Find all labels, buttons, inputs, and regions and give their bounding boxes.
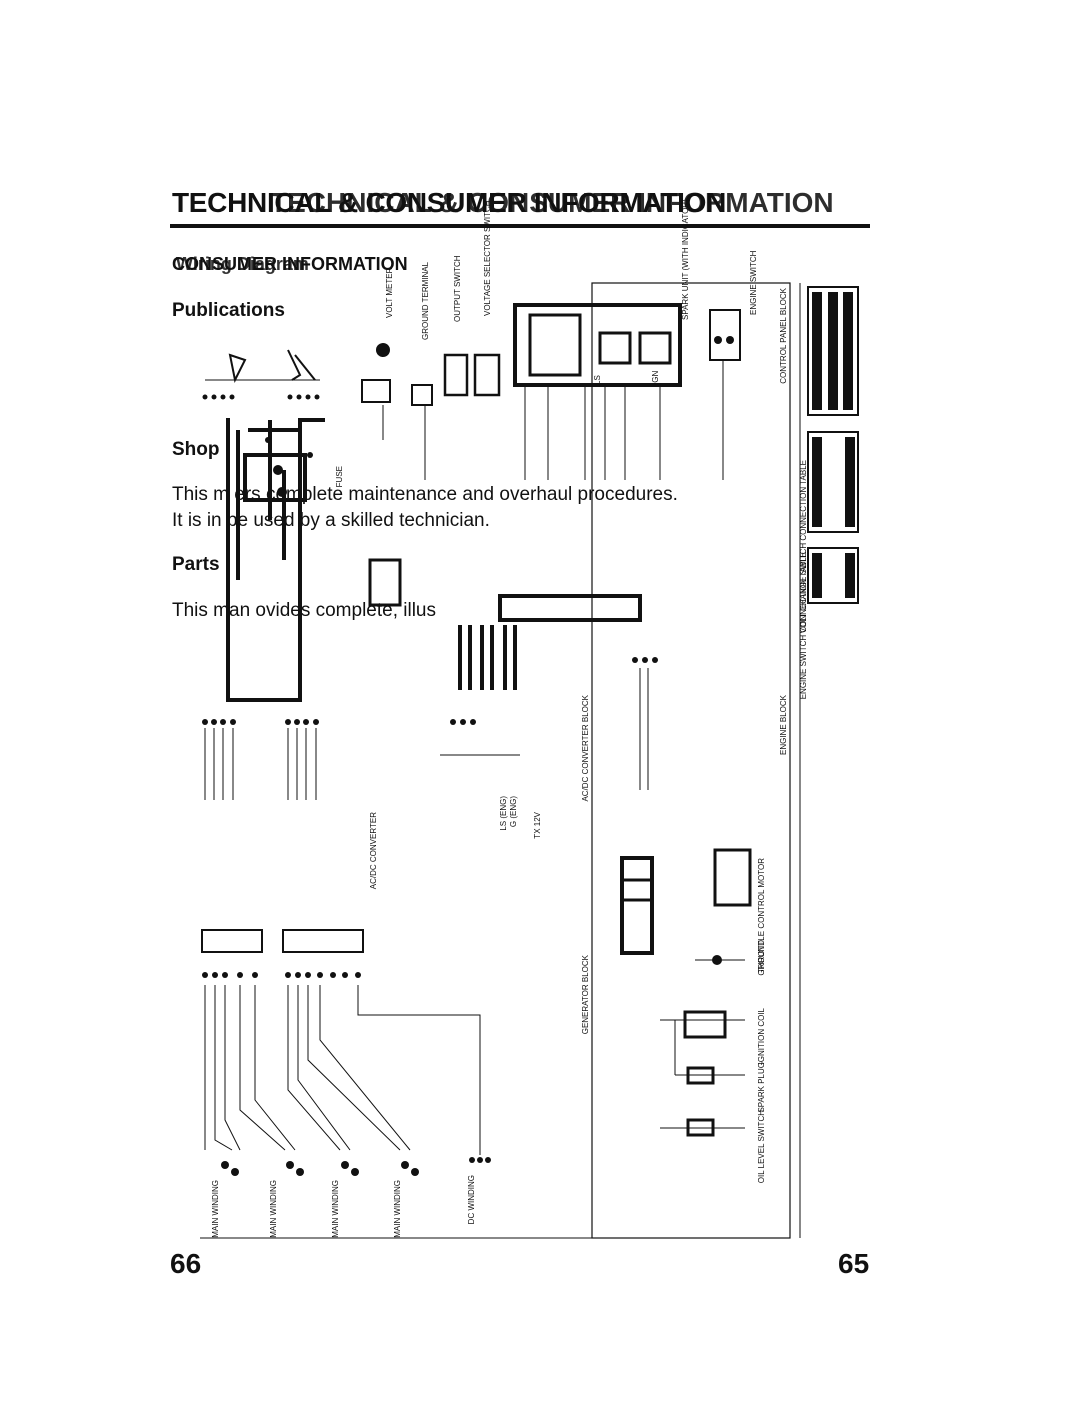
shop-text-line2: It is in be used by a skilled technician… [172, 510, 490, 531]
label-oil-level: OIL LEVEL SWITCH [757, 1110, 766, 1183]
label-main-winding-1: MAIN WINDING [211, 1180, 220, 1238]
title-rule [170, 224, 870, 228]
label-fuse: FUSE [335, 466, 344, 487]
label-tx-12v: TX 12V [533, 811, 542, 838]
page-title-overlay: TECHNICAL & CONSUMER INFORMATION [270, 187, 834, 218]
label-ign: IGN [651, 371, 660, 385]
label-engine-block: ENGINE BLOCK [779, 694, 788, 755]
label-voltage-selector: VOLTAGE SELECTOR SWITCH [483, 200, 492, 316]
publications-heading: Publications [172, 300, 285, 321]
label-g-eng: G (ENG) [509, 796, 518, 827]
label-acdc-converter: AC/DC CONVERTER [369, 812, 378, 889]
label-acdc-block: AC/DC CONVERTER BLOCK [581, 694, 590, 801]
section-subtitle: CONSUMER INFORMATION [172, 254, 408, 274]
page-number-left: 66 [170, 1248, 202, 1279]
label-engine-switch: ENGINE SWITCH [749, 250, 758, 315]
label-spark-plug: SPARK PLUG [757, 1062, 766, 1113]
label-main-winding-4: MAIN WINDING [393, 1180, 402, 1238]
label-dc-winding: DC WINDING [467, 1175, 476, 1224]
page-title: TECHNICAL & CONSUMER INFORMATION [172, 187, 727, 218]
label-volt-change-table: VOLT CHANGE SWITCH CONNECTION TABLE [799, 460, 808, 633]
shop-heading: Shop [172, 439, 220, 460]
label-spark-unit: SPARK UNIT (WITH INDICATOR) [681, 199, 690, 320]
label-engine-switch-table: ENGINE SWITCH CONNECTION TABLE [799, 552, 808, 699]
label-output-switch: OUTPUT SWITCH [453, 255, 462, 322]
page-number-right: 65 [838, 1248, 870, 1279]
label-control-panel-block: CONTROL PANEL BLOCK [779, 287, 788, 383]
label-ignition-coil: IGNITION COIL [757, 1007, 766, 1064]
parts-heading: Parts [172, 554, 220, 575]
label-main-winding-2: MAIN WINDING [269, 1180, 278, 1238]
label-ground-terminal: GROUND TERMINAL [421, 261, 430, 340]
label-generator-block: GENERATOR BLOCK [581, 954, 590, 1034]
label-ground: GROUND [757, 940, 766, 976]
label-throttle-motor: THROTTLE CONTROL MOTOR [757, 858, 766, 973]
label-ls-eng: LS (ENG) [499, 796, 508, 831]
label-ls: LS [593, 375, 602, 385]
label-volt-meter: VOLT METER [385, 267, 394, 318]
diagram-subtitle: Wiring Diagram [176, 254, 309, 274]
label-main-winding-3: MAIN WINDING [331, 1180, 340, 1238]
